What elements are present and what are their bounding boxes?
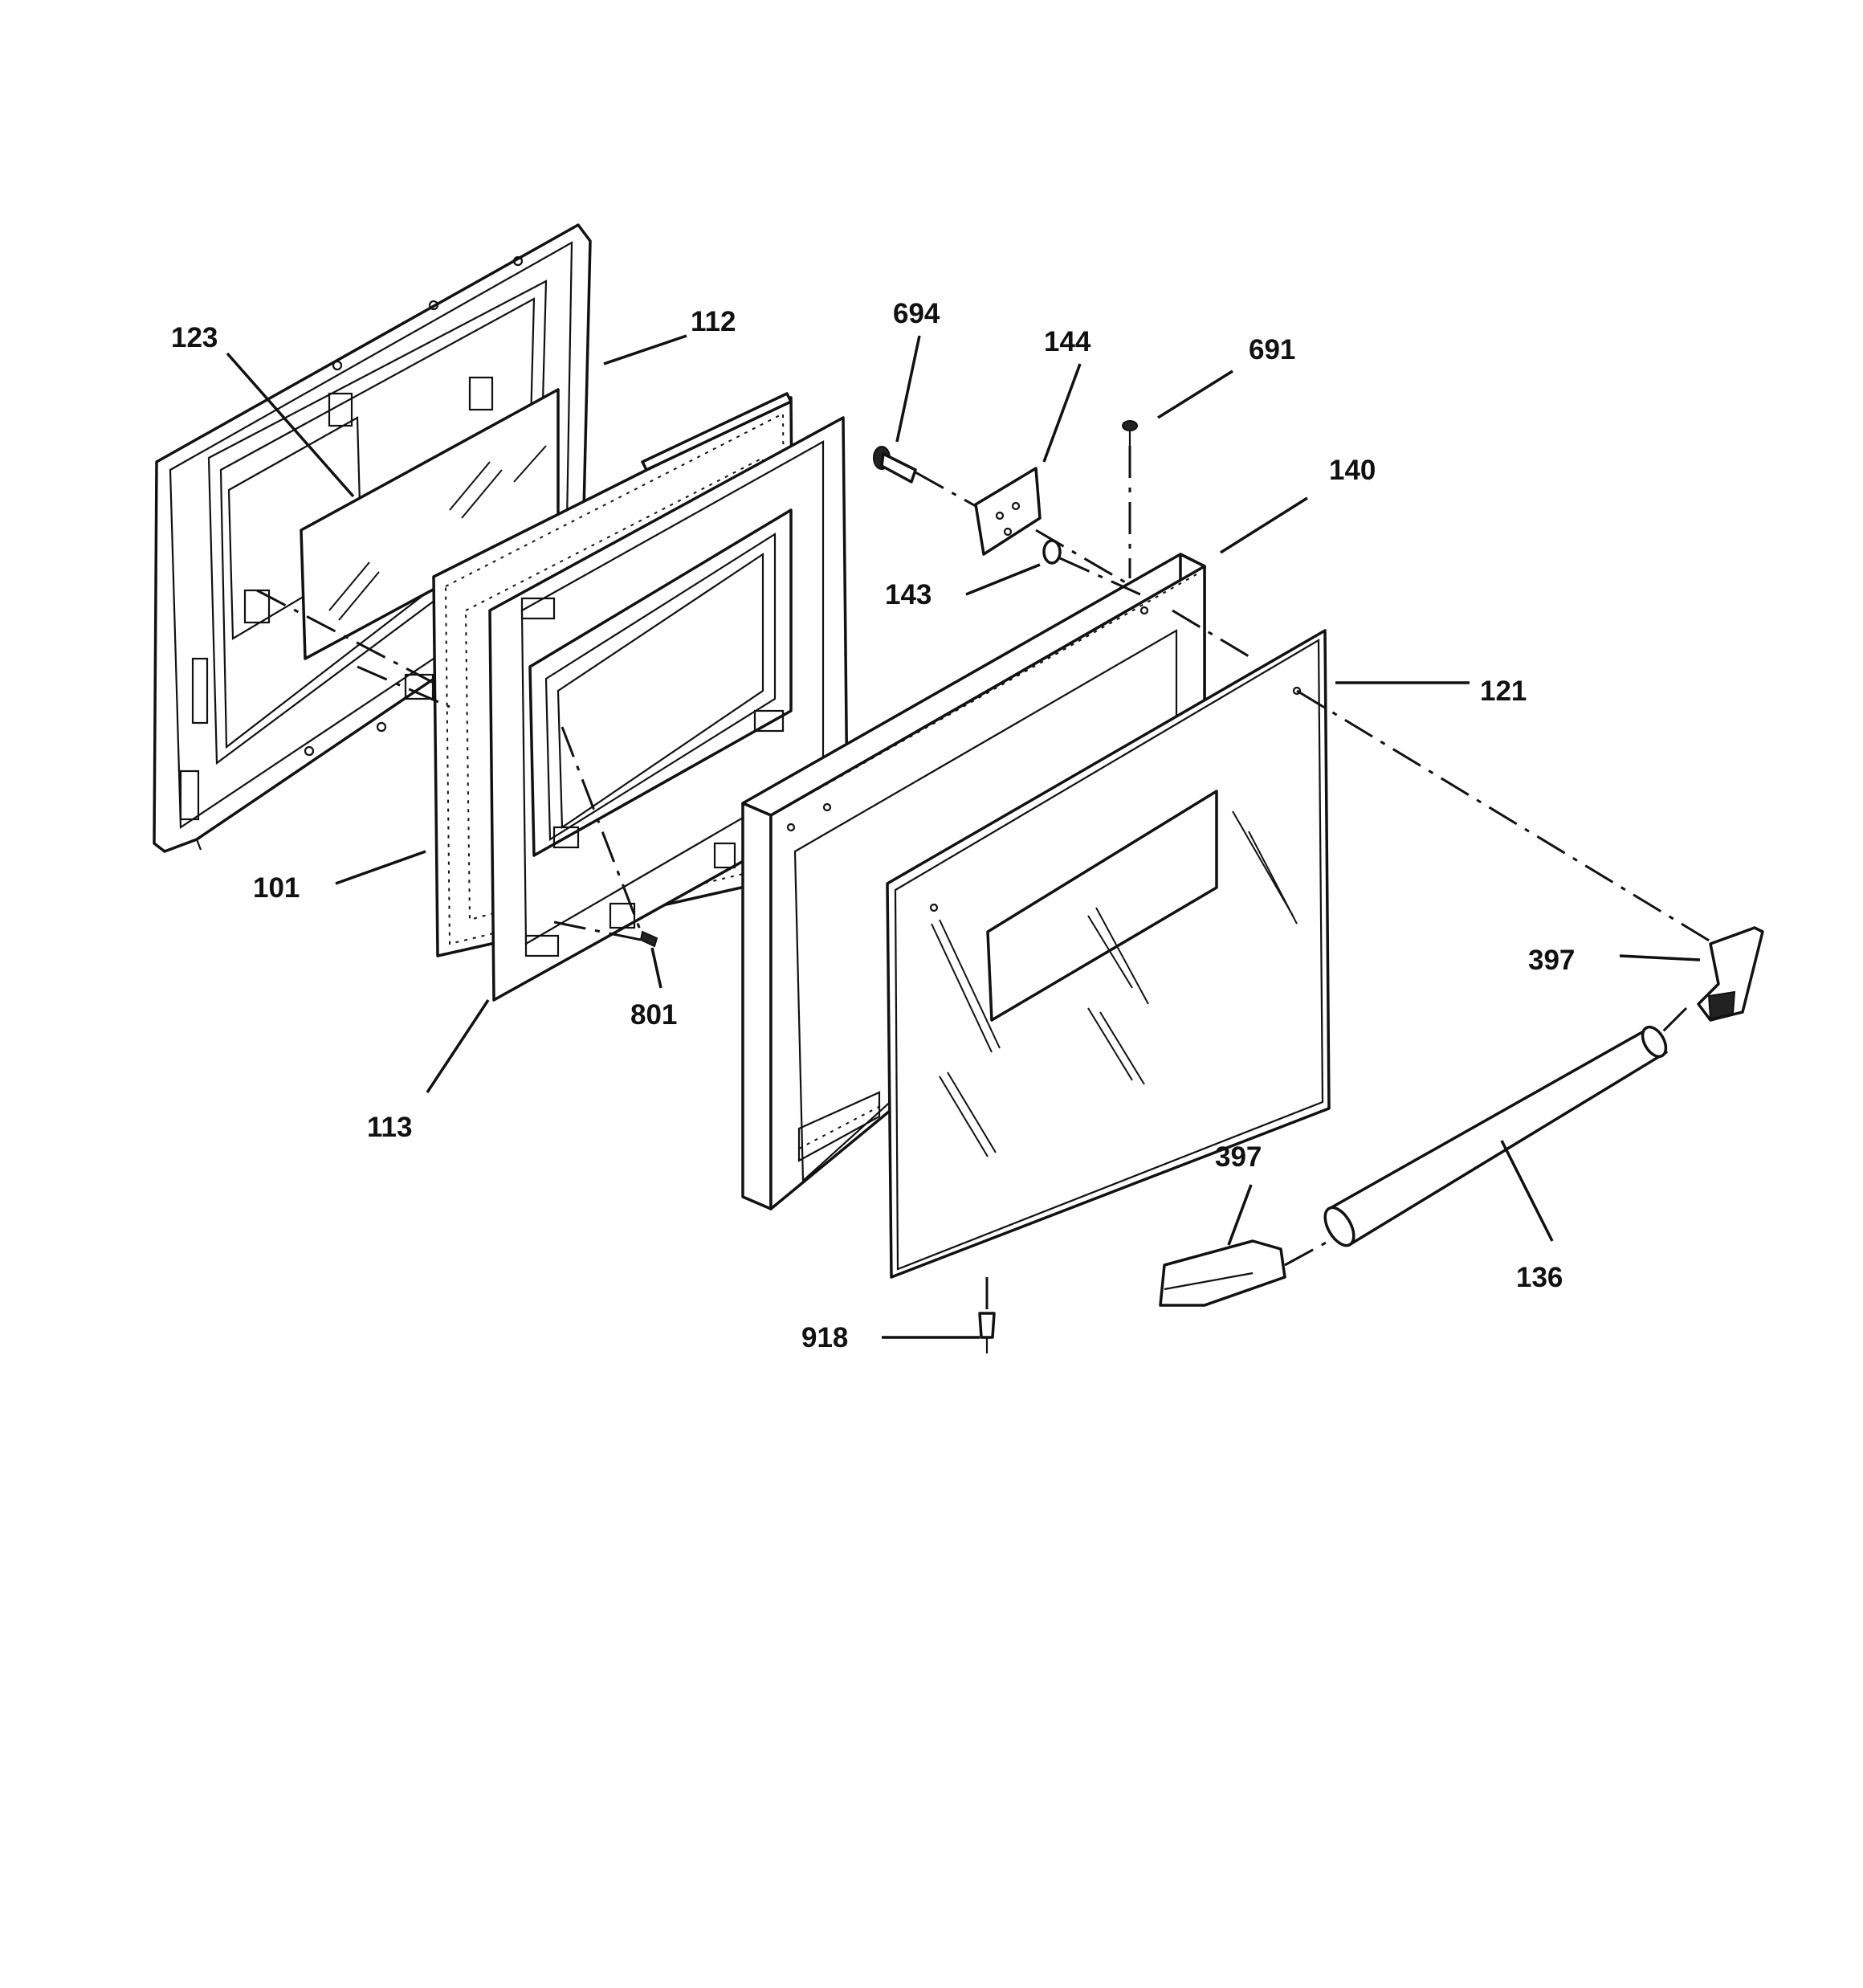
screw-918 bbox=[978, 1312, 996, 1353]
assembly-lines bbox=[256, 446, 1715, 1313]
handle-tube-136 bbox=[1323, 1025, 1668, 1247]
callout-801: 801 bbox=[630, 999, 677, 1031]
leader-lines bbox=[226, 334, 1701, 1339]
screw-801 bbox=[639, 930, 658, 948]
callout-143: 143 bbox=[885, 579, 932, 610]
callout-397-right: 397 bbox=[1528, 945, 1575, 976]
insulation-door-panel-113 bbox=[432, 392, 849, 1002]
callout-101: 101 bbox=[253, 872, 300, 904]
callout-144: 144 bbox=[1044, 326, 1091, 357]
callout-918: 918 bbox=[801, 1322, 848, 1353]
outer-glass-121 bbox=[886, 629, 1331, 1279]
callout-140: 140 bbox=[1329, 455, 1376, 486]
callouts: 123 112 694 144 691 140 143 121 101 801 … bbox=[171, 298, 1575, 1353]
handle-end-cap-right bbox=[1697, 926, 1764, 1022]
hinge-plate-144 bbox=[974, 467, 1042, 556]
callout-397-left: 397 bbox=[1215, 1141, 1262, 1173]
screw-694 bbox=[873, 446, 917, 484]
callout-691: 691 bbox=[1249, 334, 1295, 365]
screw-691 bbox=[1122, 420, 1138, 446]
handle-end-cap-left bbox=[1159, 1239, 1286, 1307]
callout-136: 136 bbox=[1516, 1262, 1563, 1293]
callout-123: 123 bbox=[171, 322, 218, 353]
callout-121: 121 bbox=[1480, 676, 1527, 707]
callout-694: 694 bbox=[893, 298, 940, 329]
callout-112: 112 bbox=[691, 306, 736, 337]
callout-113: 113 bbox=[367, 1112, 412, 1143]
